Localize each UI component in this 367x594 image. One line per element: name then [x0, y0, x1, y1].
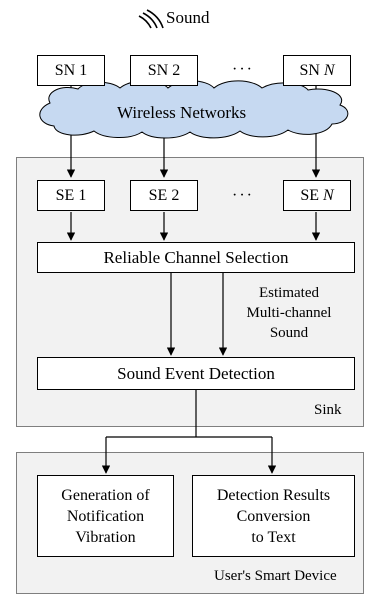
- sound-icon: [138, 9, 164, 29]
- results-to-text-box: Detection Results Conversion to Text: [192, 475, 355, 557]
- sound-event-detection: Sound Event Detection: [37, 357, 355, 390]
- sensor-node-1: SN 1: [37, 55, 105, 86]
- smart-device-label: User's Smart Device: [214, 568, 337, 584]
- sound-label: Sound: [166, 8, 210, 27]
- sensor-node-n: SN N: [283, 55, 351, 86]
- reliable-channel-selection: Reliable Channel Selection: [37, 242, 355, 273]
- notification-vibration-box: Generation of Notification Vibration: [37, 475, 174, 557]
- sink-label: Sink: [314, 402, 342, 418]
- signal-estimator-ellipsis: ···: [232, 187, 254, 204]
- estimated-multichannel-label: Estimated Multi-channel Sound: [246, 285, 332, 341]
- signal-estimator-n: SE N: [283, 180, 351, 211]
- wireless-networks-label: Wireless Networks: [117, 103, 247, 122]
- signal-estimator-1: SE 1: [37, 180, 105, 211]
- sensor-node-ellipsis: ···: [232, 61, 254, 78]
- signal-estimator-2: SE 2: [130, 180, 198, 211]
- sensor-node-2: SN 2: [130, 55, 198, 86]
